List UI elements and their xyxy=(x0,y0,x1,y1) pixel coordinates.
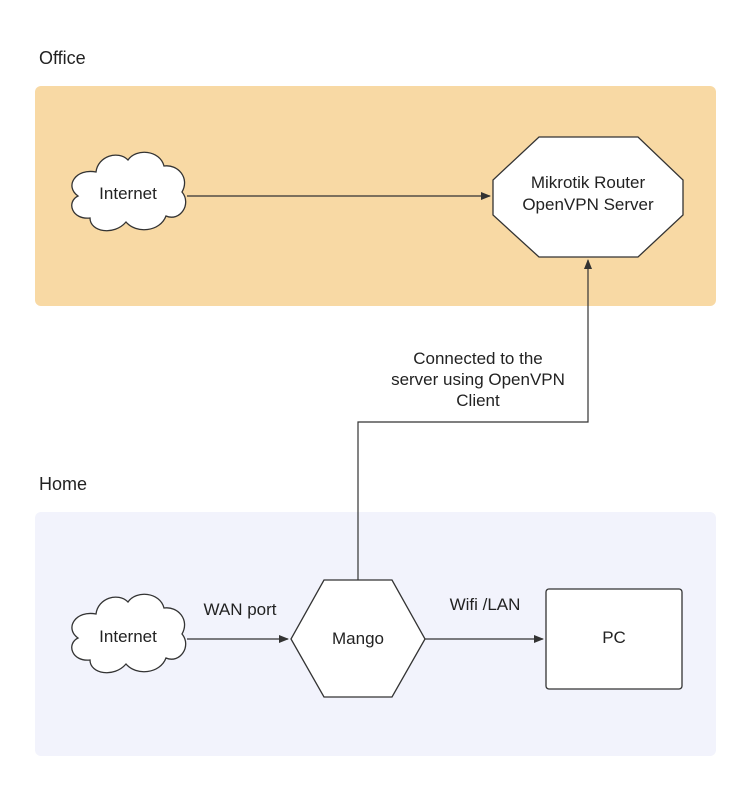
office-internet-label: Internet xyxy=(99,184,157,203)
mango-hexagon xyxy=(290,579,426,698)
router-octagon xyxy=(492,136,684,258)
router-label-line1: Mikrotik Router xyxy=(530,173,646,192)
router-label: Mikrotik Router OpenVPN Server xyxy=(493,172,683,216)
vpn-connection-label: Connected to the server using OpenVPN Cl… xyxy=(368,348,588,411)
home-zone-label: Home xyxy=(39,474,88,494)
vpn-label-line1: Connected to the xyxy=(413,349,543,368)
office-zone-label: Office xyxy=(39,48,86,68)
office-internet-cloud xyxy=(71,151,187,232)
pc-rectangle xyxy=(545,588,683,690)
vpn-label-line3: Client xyxy=(456,391,500,410)
vpn-label-line2: server using OpenVPN xyxy=(391,370,565,389)
wifi-lan-label: Wifi /LAN xyxy=(449,595,521,614)
home-internet-label: Internet xyxy=(99,627,157,646)
pc-label: PC xyxy=(602,628,626,647)
vpn-connection-edge xyxy=(357,259,592,580)
wan-port-label: WAN port xyxy=(203,600,277,619)
router-label-line2: OpenVPN Server xyxy=(522,195,654,214)
mango-label: Mango xyxy=(332,629,384,648)
home-internet-cloud xyxy=(71,593,187,674)
